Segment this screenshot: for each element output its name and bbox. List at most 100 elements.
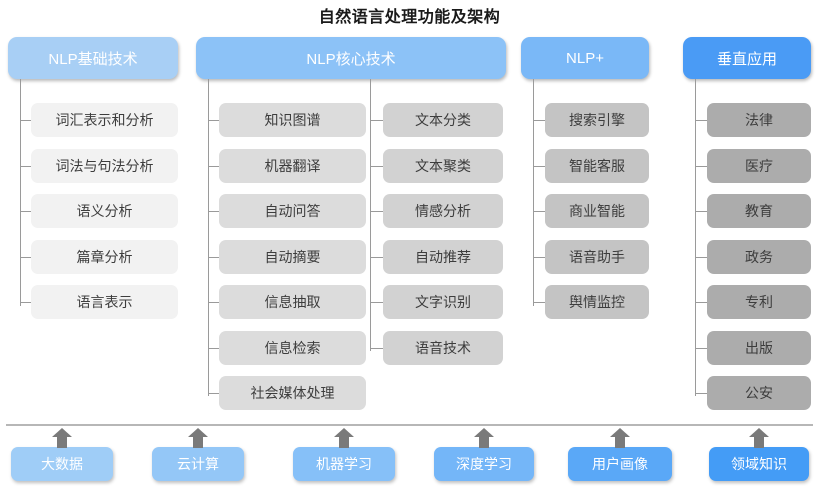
connector-stub [695, 347, 707, 349]
up-arrow-icon [186, 426, 210, 450]
nlp-core-left-item-label: 社会媒体处理 [250, 385, 335, 401]
vertical-application-item[interactable]: 教育 [707, 194, 811, 228]
vertical-application-item-label: 教育 [745, 203, 773, 219]
connector-stub [533, 211, 545, 212]
nlp-core-right-item[interactable]: 语音技术 [383, 330, 503, 365]
connector-stub [695, 165, 707, 167]
nlp-basic-item-label: 篇章分析 [76, 248, 133, 265]
foundation-item[interactable]: 机器学习 [293, 447, 395, 481]
nlp-plus-item-label: 智能客服 [569, 157, 625, 174]
nlp-basic-item[interactable]: 语言表示 [31, 285, 178, 319]
nlp-core-right-item[interactable]: 文字识别 [383, 285, 503, 319]
foundation-item-label: 机器学习 [316, 456, 372, 472]
nlp-core-left-item-label: 信息检索 [264, 339, 321, 356]
header-nlp-core-label: NLP核心技术 [306, 50, 396, 68]
vertical-application-item[interactable]: 医疗 [707, 148, 811, 183]
connector-stub [208, 211, 219, 212]
vertical-application-item[interactable]: 公安 [707, 376, 811, 410]
nlp-core-left-item-label: 自动摘要 [264, 248, 321, 265]
vertical-application-item[interactable]: 专利 [707, 285, 811, 319]
nlp-plus-item[interactable]: 商业智能 [545, 194, 649, 228]
connector-stub [370, 165, 383, 167]
nlp-basic-item-label: 词汇表示和分析 [55, 112, 154, 128]
nlp-basic-item[interactable]: 语义分析 [31, 194, 178, 228]
connector-stub [533, 120, 545, 121]
nlp-core-left-item-label: 机器翻译 [264, 157, 321, 174]
vertical-application-item-label: 医疗 [745, 157, 773, 174]
nlp-core-right-item-label: 自动推荐 [415, 248, 471, 265]
nlp-basic-item-label: 语义分析 [76, 203, 133, 219]
header-vertical-application-label: 垂直应用 [716, 50, 777, 68]
foundation-item-label: 用户画像 [592, 456, 648, 472]
nlp-core-left-item[interactable]: 知识图谱 [219, 103, 366, 137]
nlp-core-left-item[interactable]: 自动问答 [219, 194, 366, 228]
foundation-item-label: 领域知识 [731, 456, 787, 472]
foundation-item[interactable]: 云计算 [152, 447, 244, 481]
connector-stub [533, 165, 545, 167]
nlp-basic-item-label: 词法与句法分析 [55, 157, 154, 174]
nlp-plus-item-label: 语音助手 [569, 248, 625, 265]
nlp-core-right-item[interactable]: 自动推荐 [383, 239, 503, 274]
connector-stub [208, 393, 219, 394]
connector-stub [370, 347, 383, 349]
nlp-basic-item-label: 语言表示 [76, 294, 133, 310]
connector-stub [20, 165, 31, 167]
nlp-plus-item[interactable]: 语音助手 [545, 239, 649, 274]
foundation-item-label: 云计算 [177, 456, 219, 472]
vertical-application-item[interactable]: 法律 [707, 103, 811, 137]
nlp-plus-item-label: 搜索引擎 [569, 112, 625, 128]
foundation-item-label: 深度学习 [456, 456, 512, 472]
connector-stub [208, 256, 219, 258]
nlp-core-left-item[interactable]: 机器翻译 [219, 148, 366, 183]
nlp-core-left-item-label: 知识图谱 [264, 112, 321, 128]
nlp-basic-item[interactable]: 篇章分析 [31, 239, 178, 274]
connector-stub [695, 393, 707, 394]
foundation-item[interactable]: 用户画像 [568, 447, 672, 481]
nlp-plus-item[interactable]: 搜索引擎 [545, 103, 649, 137]
nlp-core-left-item-label: 信息抽取 [264, 294, 321, 310]
header-vertical-application[interactable]: 垂直应用 [683, 37, 811, 79]
connector-stub [533, 256, 545, 258]
foundation-item[interactable]: 大数据 [11, 447, 113, 481]
header-nlp-plus[interactable]: NLP+ [521, 37, 649, 79]
vertical-application-item-label: 政务 [745, 248, 773, 265]
nlp-basic-item[interactable]: 词汇表示和分析 [31, 103, 178, 137]
vertical-application-item[interactable]: 政务 [707, 239, 811, 274]
nlp-core-right-item[interactable]: 文本分类 [383, 103, 503, 137]
header-nlp-plus-label: NLP+ [566, 49, 604, 67]
up-arrow-icon [50, 426, 74, 450]
foundation-item-label: 大数据 [41, 456, 83, 472]
vertical-application-item[interactable]: 出版 [707, 330, 811, 365]
connector-stub [695, 256, 707, 258]
nlp-plus-item[interactable]: 智能客服 [545, 148, 649, 183]
foundation-baseline [6, 424, 813, 426]
connector-stub [533, 302, 545, 303]
nlp-core-left-item[interactable]: 社会媒体处理 [219, 376, 366, 410]
nlp-core-right-item-label: 文本聚类 [415, 157, 471, 174]
vertical-application-item-label: 公安 [745, 385, 773, 401]
nlp-core-right-item[interactable]: 情感分析 [383, 194, 503, 228]
header-nlp-core[interactable]: NLP核心技术 [196, 37, 506, 79]
foundation-item[interactable]: 领域知识 [709, 447, 809, 481]
nlp-plus-item[interactable]: 舆情监控 [545, 285, 649, 319]
nlp-core-right-item[interactable]: 文本聚类 [383, 148, 503, 183]
connector-stub [370, 302, 383, 303]
nlp-core-right-item-label: 语音技术 [415, 339, 471, 356]
up-arrow-icon [472, 426, 496, 450]
connector-stub [695, 302, 707, 303]
connector-stub [20, 120, 31, 121]
foundation-item[interactable]: 深度学习 [434, 447, 534, 481]
nlp-plus-item-label: 舆情监控 [569, 294, 625, 310]
nlp-core-left-item[interactable]: 信息抽取 [219, 285, 366, 319]
nlp-core-left-item[interactable]: 自动摘要 [219, 239, 366, 274]
nlp-core-right-item-label: 文本分类 [415, 112, 471, 128]
nlp-core-left-item-label: 自动问答 [264, 203, 321, 219]
header-nlp-basic[interactable]: NLP基础技术 [8, 37, 178, 79]
nlp-core-left-item[interactable]: 信息检索 [219, 330, 366, 365]
header-nlp-basic-label: NLP基础技术 [48, 50, 138, 68]
nlp-plus-item-label: 商业智能 [569, 203, 625, 219]
connector-stub [20, 302, 31, 303]
connector-stub [208, 302, 219, 303]
nlp-basic-item[interactable]: 词法与句法分析 [31, 148, 178, 183]
